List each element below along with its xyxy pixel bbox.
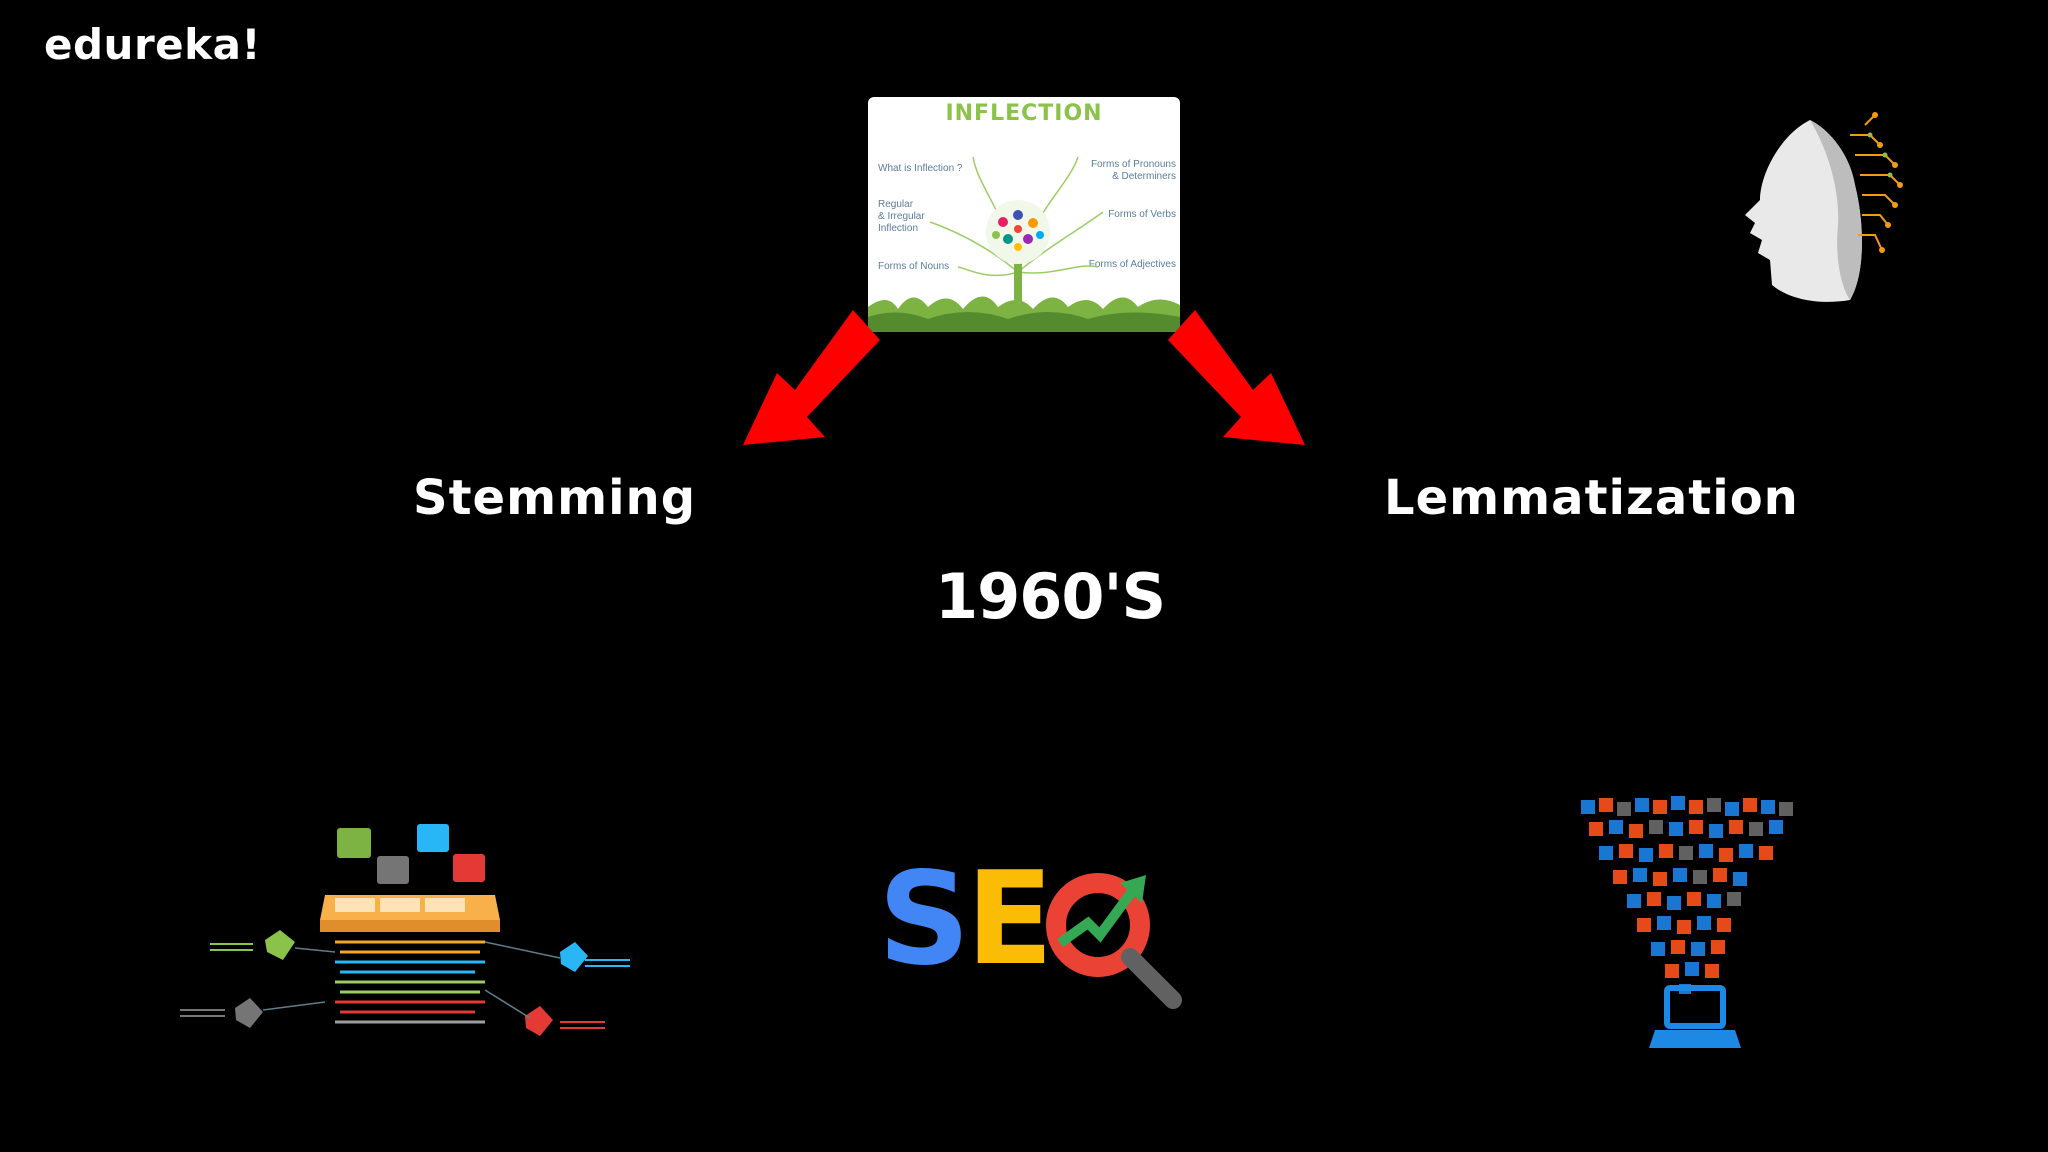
stemming-label: Stemming [413, 470, 697, 526]
seo-letter-e: E [966, 845, 1054, 994]
seo-magnifier-icon [1046, 873, 1182, 1009]
inflection-item: Forms of Nouns [878, 261, 950, 272]
arrow-left-icon [743, 310, 880, 445]
brand-logo: edureka! [44, 20, 262, 69]
ai-head-icon [1745, 112, 1903, 302]
inflection-item: Regular & Irregular Inflection [878, 199, 925, 234]
inflection-card: INFLECTION What is Inflection ? Regular … [868, 97, 1180, 332]
inflection-item: What is Inflection ? [878, 163, 963, 174]
inflection-item: Forms of Adjectives [1088, 259, 1176, 270]
inflection-tree-icon [868, 156, 1180, 332]
data-tags-icon [180, 824, 630, 1036]
inflection-item: Forms of Pronouns & Determiners [1090, 159, 1176, 182]
data-funnel-laptop-icon [1581, 796, 1793, 1048]
seo-logo: S E [878, 850, 1188, 1020]
seo-letter-s: S [878, 845, 971, 994]
arrow-right-icon [1168, 310, 1305, 445]
year-label: 1960'S [935, 560, 1166, 633]
inflection-title: INFLECTION [945, 101, 1103, 126]
lemmatization-label: Lemmatization [1384, 470, 1799, 526]
inflection-item: Forms of Verbs [1108, 209, 1176, 220]
